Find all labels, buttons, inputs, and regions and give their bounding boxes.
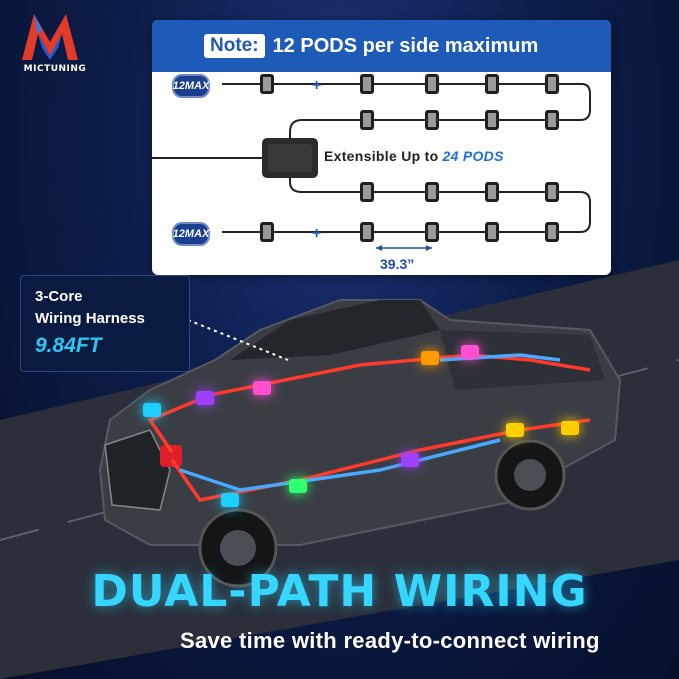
pod-spacing-label: 39.3” [380,256,415,272]
pod-group [260,74,559,242]
rock-light-pod-icon [360,222,374,242]
max-badge-bottom: 12MAX [172,222,210,246]
glowing-pod-light [221,493,239,507]
callout-line-2: Wiring Harness [35,310,145,327]
headline-title: DUAL-PATH WIRING [91,566,588,617]
glowing-pod-light [253,381,271,395]
harness-callout: 3-Core Wiring Harness 9.84FT [20,275,190,372]
diagram-wires [152,83,591,233]
rock-light-pod-icon [425,182,439,202]
rock-light-pod-icon [485,182,499,202]
glowing-pod-light [506,423,524,437]
rock-light-pod-icon [545,182,559,202]
glowing-pod-light [421,351,439,365]
note-banner: Note: 12 PODS per side maximum [204,32,538,60]
rock-light-pod-icon [545,222,559,242]
headline-subtitle: Save time with ready-to-connect wiring [180,628,600,653]
rock-light-pod-icon [545,74,559,94]
note-header: Note: 12 PODS per side maximum [152,20,611,72]
wiring-harness [147,353,591,502]
brand-logo: MICTUNING [10,8,90,78]
measure-arrow-icon [376,245,432,251]
note-label: Note: [204,34,265,58]
plus-sign-top: + [312,77,321,94]
pod-wiring-diagram: + + [152,74,591,251]
max-badge-top: 12MAX [172,74,210,98]
rock-light-pod-icon [360,74,374,94]
glowing-pod-light [196,391,214,405]
rock-light-pod-icon [425,74,439,94]
rock-light-pod-icon [545,110,559,130]
wiring-diagram-panel: Note: 12 PODS per side maximum + + [152,20,611,275]
harness-length: 9.84FT [35,334,102,357]
glowing-pod-light [461,345,479,359]
mictuning-logo-icon [22,14,78,60]
glowing-pod-light [401,453,419,467]
rock-light-pod-icon [425,110,439,130]
brand-name: MICTUNING [23,64,87,74]
rock-light-pod-icon [360,182,374,202]
extensible-highlight: 24 PODS [442,148,504,164]
extensible-text: Extensible Up to [324,148,439,164]
rock-light-pod-icon [485,222,499,242]
rock-light-pod-icon [260,222,274,242]
plus-sign-bottom: + [312,225,321,242]
note-text: 12 PODS per side maximum [272,34,539,57]
glowing-pod-light [143,403,161,417]
control-box-red [160,445,182,467]
rock-light-pod-icon [485,74,499,94]
glowing-pod-light [289,479,307,493]
controller-box-icon [262,138,318,178]
rock-light-pod-icon [360,110,374,130]
rock-light-pod-icon [485,110,499,130]
rock-light-pod-icon [260,74,274,94]
glowing-pod-light [561,421,579,435]
truck-pod-group [143,345,579,507]
callout-line-1: 3-Core [35,288,83,305]
rock-light-pod-icon [425,222,439,242]
